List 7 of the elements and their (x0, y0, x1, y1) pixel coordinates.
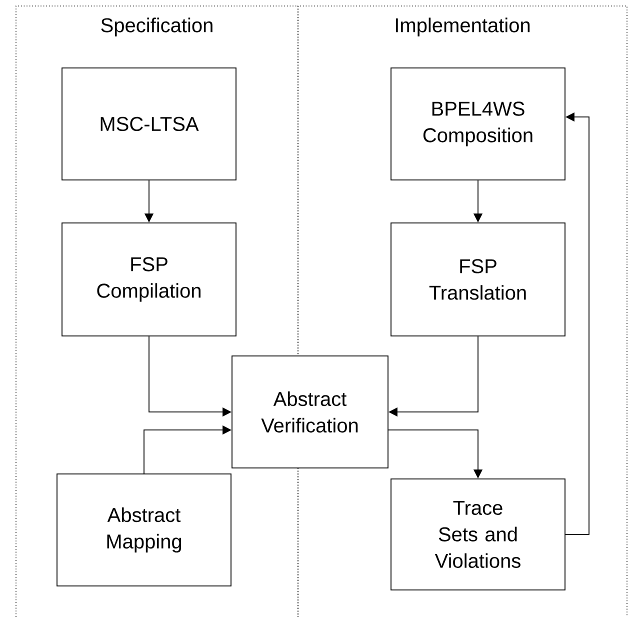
process-box: BPEL4WS Composition (390, 68, 566, 180)
process-box: Trace Sets and Violations (390, 478, 566, 590)
process-box: MSC-LTSA (62, 68, 236, 180)
process-box: Abstract Mapping (56, 474, 232, 586)
process-box: FSP Compilation (62, 222, 236, 336)
process-box: Abstract Verification (232, 356, 388, 468)
process-box: FSP Translation (390, 222, 566, 336)
